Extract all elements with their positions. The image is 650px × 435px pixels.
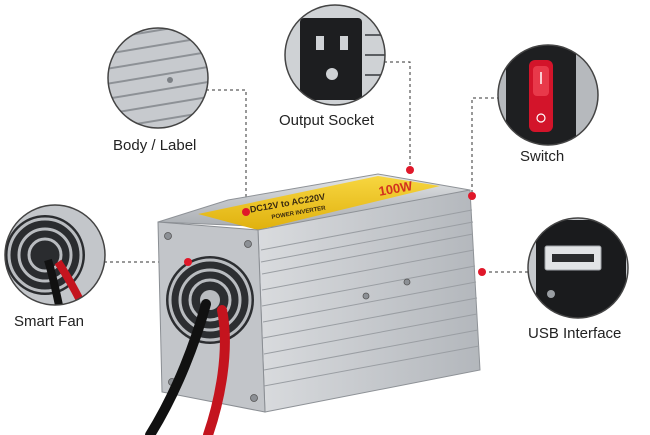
leader-switch <box>471 97 500 196</box>
marker-fan <box>184 258 192 266</box>
label-usb-interface: USB Interface <box>528 325 622 342</box>
power-cables <box>145 299 230 435</box>
detail-body <box>107 27 209 129</box>
leader-body <box>206 89 247 212</box>
label-wattage: 100W <box>377 178 414 199</box>
label-switch: Switch <box>520 148 565 165</box>
leader-lines <box>104 61 528 273</box>
marker-body <box>242 208 250 216</box>
inverter-body: DC12V to AC220V POWER INVERTER 100W <box>145 173 481 435</box>
front-fan <box>166 256 254 344</box>
marker-usb <box>478 268 486 276</box>
detail-switch <box>497 44 599 146</box>
detail-smart-fan <box>4 204 106 306</box>
detail-usb <box>527 217 629 319</box>
marker-socket <box>406 166 414 174</box>
leader-socket <box>384 61 411 170</box>
marker-switch <box>468 192 476 200</box>
marker-dots <box>184 166 486 276</box>
label-smart-fan: Smart Fan <box>14 313 85 330</box>
label-output-socket: Output Socket <box>279 112 375 129</box>
label-band <box>198 176 440 230</box>
label-body: Body / Label <box>113 137 197 154</box>
detail-output-socket <box>284 4 386 106</box>
